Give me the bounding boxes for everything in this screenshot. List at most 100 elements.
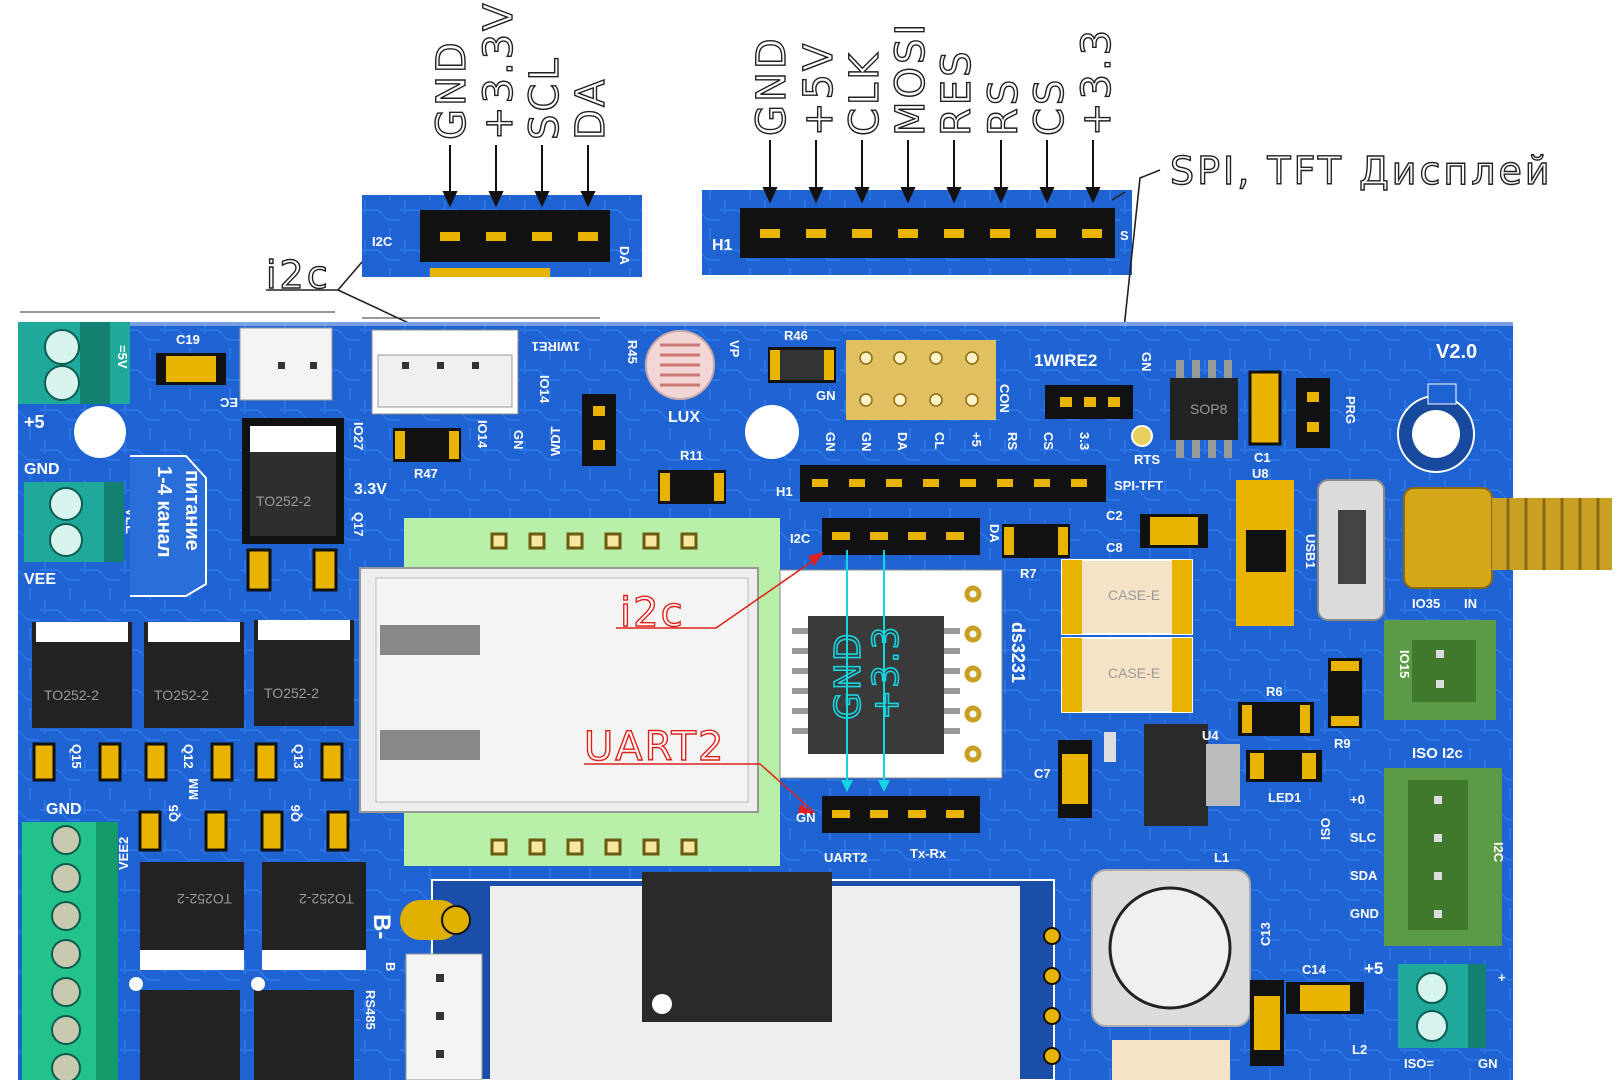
- c19-label: C19: [176, 332, 200, 347]
- gn-1wire2-label: GN: [1139, 352, 1154, 372]
- r6-label: R6: [1266, 684, 1283, 699]
- spi-right-label: S: [1120, 228, 1129, 243]
- spi-tft-annotation: SPI, TFT Дисплей: [1170, 149, 1553, 193]
- uart2-board-pin-2: [870, 810, 888, 818]
- terminal-hole-5: [51, 977, 81, 1007]
- spi-pin-label-rs: RS: [981, 77, 1027, 136]
- i2c-header-pin-3: [532, 232, 552, 241]
- spi-header-pin-7: [1036, 229, 1056, 238]
- rs485-label: RS485: [363, 990, 378, 1030]
- module-pad-2-6: [680, 838, 698, 856]
- c7-label: C7: [1034, 766, 1051, 781]
- spi-pin-label-mosi: MOSI: [888, 21, 934, 136]
- in-label: IN: [1464, 596, 1477, 611]
- h1-board-pin-4: [923, 479, 939, 487]
- module-pad-1-3: [566, 532, 584, 550]
- module-pad-2-4: [604, 838, 622, 856]
- r9-label: R9: [1334, 736, 1351, 751]
- version-text: V2.0: [1436, 341, 1477, 363]
- q5-label: Q5: [166, 805, 181, 822]
- terminal-hole-1: [51, 825, 81, 855]
- main-pcb: V2.0 =5V +5 C19 EC 1WIRE1 IO14 R45 VP LU…: [18, 322, 1612, 1080]
- wdt-label: WDT: [548, 426, 563, 456]
- gn-label: GN: [816, 388, 836, 403]
- module-pad-2-3: [566, 838, 584, 856]
- module-pad-1-1: [490, 532, 508, 550]
- i2c-header-pin-1: [440, 232, 460, 241]
- q17-label: Q17: [351, 512, 366, 537]
- i2c-pin-label-da: DA: [568, 77, 614, 140]
- i2c-board-pin-2: [870, 532, 888, 540]
- r11-label: R11: [680, 448, 703, 463]
- q6-label: Q6: [288, 805, 303, 822]
- rtc-pin-annotation: GND +3.3: [827, 550, 908, 792]
- i2c-pin-label-gnd: GND: [429, 39, 475, 140]
- cl-con-label: CL: [932, 432, 947, 449]
- iso-eq-label: ISO=: [1404, 1056, 1434, 1071]
- mosfet-row: TO252-2 TO252-2 TO252-2 Q15 Q12 Q13: [32, 620, 354, 782]
- spi-pin-label-33: +3.3: [1074, 27, 1120, 136]
- spi-pin-label-gnd: GND: [749, 35, 795, 136]
- da-board-label: DA: [987, 524, 1002, 543]
- i2c-board-pin-4: [946, 532, 964, 540]
- vee-label: VEE: [24, 571, 56, 588]
- h1-board-pin-5: [960, 479, 976, 487]
- module-pad-2-1: [490, 838, 508, 856]
- gn-h1-label: GN: [823, 432, 838, 452]
- h1-board-pin-1: [812, 479, 828, 487]
- pitanie-label: питание: [181, 470, 203, 551]
- spi-header-pin-1: [760, 229, 780, 238]
- to252-q5-label: TO252-2: [177, 891, 232, 907]
- io27-label: IO27: [351, 422, 366, 450]
- iso-sda-label: SDA: [1350, 868, 1378, 883]
- r45-label: R45: [625, 340, 640, 364]
- u4-label: U4: [1202, 728, 1219, 743]
- r46-label: R46: [784, 328, 808, 343]
- txrx-label: Tx-Rx: [910, 846, 947, 861]
- iso-side-label: ISO: [1318, 818, 1333, 840]
- spi-header-pin-5: [944, 229, 964, 238]
- q15-label: Q15: [69, 744, 84, 769]
- uart2-board-label: UART2: [824, 850, 867, 865]
- iso-i2c-label: ISO I2c: [1412, 745, 1463, 762]
- to252-q13-label: TO252-2: [264, 685, 319, 701]
- u8-label: U8: [1252, 466, 1269, 481]
- q13-label: Q13: [291, 744, 306, 769]
- module-pad-1-5: [642, 532, 660, 550]
- r47-label: R47: [414, 466, 438, 481]
- i2c-red-annotation: i2c: [620, 590, 685, 636]
- to252-q12-label: TO252-2: [154, 687, 209, 703]
- c1-label: C1: [1254, 450, 1271, 465]
- module-pad-1-6: [680, 532, 698, 550]
- plus5-label: +5: [24, 412, 45, 432]
- i2c-iso-label: I2C: [1491, 842, 1506, 863]
- eq5v-label: =5V: [115, 345, 130, 369]
- i2c-board-pin-1: [832, 532, 850, 540]
- p5-con-label: +5: [969, 432, 984, 447]
- plus-sign-label: +: [1498, 970, 1506, 985]
- terminal-hole-4: [51, 939, 81, 969]
- iso-p0-label: +0: [1350, 792, 1365, 807]
- c2-label: C2: [1106, 508, 1123, 523]
- c14-label: C14: [1302, 962, 1327, 977]
- i2c-side-label: I2C: [372, 234, 393, 249]
- uart2-gn-label: GN: [796, 810, 816, 825]
- b-label: B: [383, 962, 398, 971]
- gnd-left-label: GND: [24, 461, 60, 478]
- module-pad-1-2: [528, 532, 546, 550]
- i2c-pin-arrows: [442, 145, 596, 208]
- cs-label: CS: [1041, 432, 1056, 450]
- ds3231-label: ds3231: [1008, 622, 1028, 683]
- spi-pin-label-clk: CLK: [842, 51, 888, 136]
- rtc-gnd-annotation: GND: [828, 631, 869, 720]
- module-pad-2-2: [528, 838, 546, 856]
- to252-q15-label: TO252-2: [44, 687, 99, 703]
- rtc-33-annotation: +3.3: [866, 625, 907, 720]
- spi-header-pin-2: [806, 229, 826, 238]
- io14-top-label: IO14: [537, 375, 552, 404]
- rts-label: RTS: [1134, 452, 1160, 467]
- to252-q6-label: TO252-2: [299, 891, 354, 907]
- gn-iso-label: GN: [1478, 1056, 1498, 1071]
- usb1-label: USB1: [1303, 534, 1318, 569]
- ec-label: EC: [219, 395, 238, 410]
